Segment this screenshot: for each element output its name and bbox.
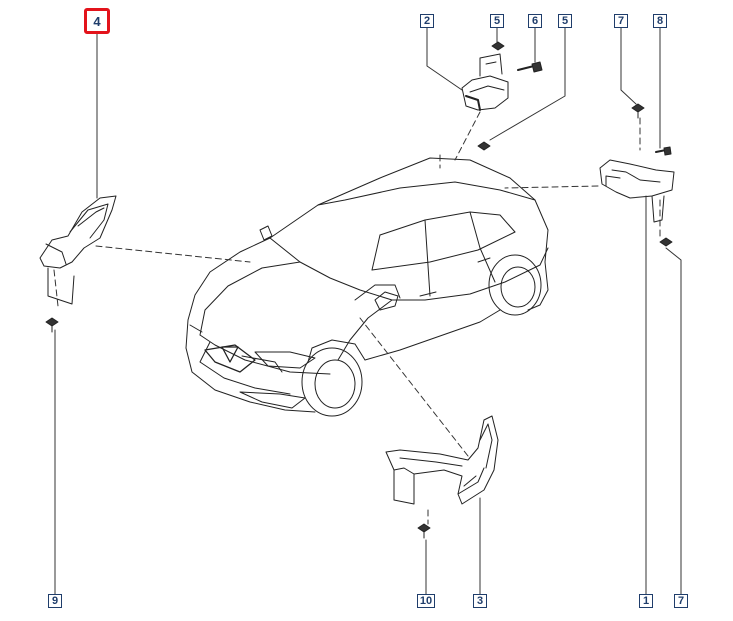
callout-7-top[interactable]: 7 [614,14,628,28]
callout-5-right[interactable]: 5 [558,14,572,28]
callout-2[interactable]: 2 [420,14,434,28]
assembly-lines [53,111,661,525]
callout-3[interactable]: 3 [473,594,487,608]
hinge-part-2 [461,53,509,111]
callout-8[interactable]: 8 [653,14,667,28]
bolt-6 [517,61,543,73]
bolt-5-lower [477,141,491,151]
hinge-part-3 [385,415,499,505]
bolt-7-top [631,103,645,119]
leader-lines [54,27,682,595]
bolt-5-top [491,41,505,51]
bolt-10 [417,523,431,539]
callout-4-highlighted[interactable]: 4 [84,8,110,34]
callout-5-top[interactable]: 5 [490,14,504,28]
callout-1[interactable]: 1 [639,594,653,608]
bolt-7-lower [659,237,673,247]
bolt-8 [655,146,672,156]
callout-10[interactable]: 10 [417,594,435,608]
car-illustration [185,157,549,417]
bolt-9 [45,317,59,333]
hinge-part-4 [39,195,117,305]
hinge-part-1 [599,159,675,223]
callout-7-bottom[interactable]: 7 [674,594,688,608]
callout-6[interactable]: 6 [528,14,542,28]
callout-9[interactable]: 9 [48,594,62,608]
